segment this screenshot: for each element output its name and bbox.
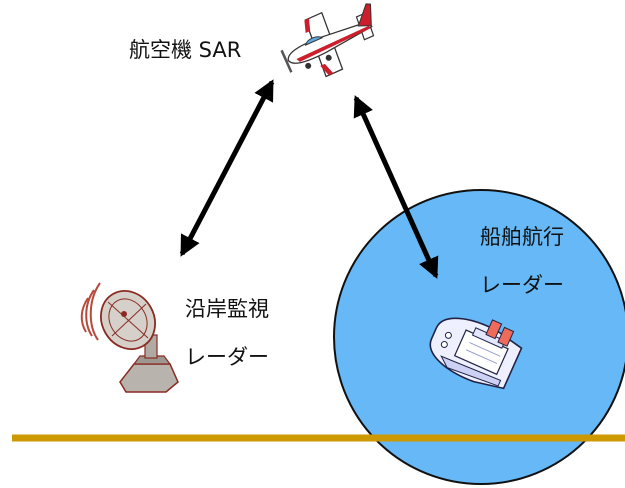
arrow-aircraft-ship [353,95,439,279]
ship-radar-label-line2: レーダー [480,273,564,297]
coastal-radar-label-line2: レーダー [185,345,269,369]
airplane-icon [280,3,375,78]
coastal-radar-label-line1: 沿岸監視 [185,297,269,321]
ship-icon [429,317,523,390]
radar-dish-icon [80,282,179,393]
arrow-aircraft-coastal-radar [179,79,275,257]
ship-radar-label-line1: 船舶航行 [480,225,564,249]
aircraft-sar-label: 航空機 SAR [129,38,242,62]
